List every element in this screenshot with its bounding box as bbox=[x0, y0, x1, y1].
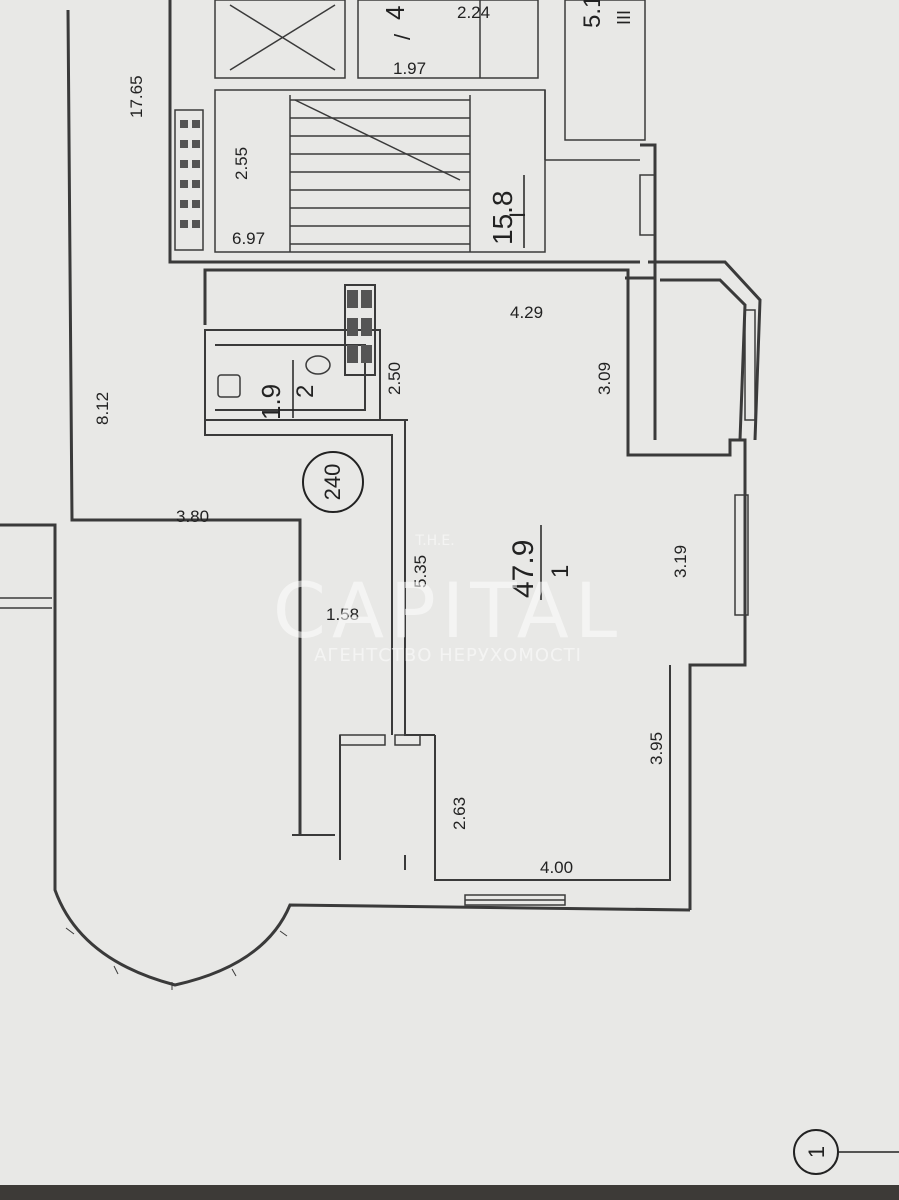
dim-5-35: 5.35 bbox=[411, 555, 430, 588]
watermark-subtitle: АГЕНТСТВО НЕРУХОМОСТІ bbox=[314, 645, 582, 666]
room-number-main: 1 bbox=[547, 565, 574, 578]
bathroom-fixtures bbox=[217, 355, 331, 398]
watermark: T.H.E. CAPITAL АГЕНТСТВО НЕРУХОМОСТІ bbox=[273, 533, 623, 666]
dim-2-63: 2.63 bbox=[450, 797, 469, 830]
dim-3-95: 3.95 bbox=[647, 732, 666, 765]
dim-1-58: 1.58 bbox=[326, 605, 359, 624]
dim-8-12: 8.12 bbox=[93, 392, 112, 425]
room-area-elevator: 4 bbox=[380, 6, 410, 20]
room-number-shaft: III bbox=[614, 10, 634, 25]
dim-1-97: 1.97 bbox=[393, 59, 426, 78]
watermark-top: T.H.E. bbox=[414, 533, 454, 549]
photo-bottom-edge bbox=[0, 1185, 899, 1200]
outer-walls bbox=[0, 0, 762, 987]
room-number-stair: I bbox=[505, 212, 530, 218]
room-area-bath: 1.9 bbox=[256, 384, 286, 420]
room-number-elevator: / bbox=[390, 33, 415, 40]
ventilation-hatch bbox=[174, 109, 372, 363]
room-number-bath: 2 bbox=[292, 385, 319, 398]
apartment-number-badge bbox=[302, 451, 364, 513]
dim-3-80: 3.80 bbox=[176, 507, 209, 526]
apartment-number: 240 bbox=[320, 464, 345, 501]
arc-ticks bbox=[65, 927, 288, 990]
dim-4-29: 4.29 bbox=[510, 303, 543, 322]
dim-2-55: 2.55 bbox=[232, 147, 251, 180]
labels: I 15.8 1 47.9 2 1.9 4 / 5.1 III 240 1 17… bbox=[93, 0, 899, 1175]
room-area-stair: 15.8 bbox=[487, 191, 518, 246]
sheet-number: 1 bbox=[804, 1146, 829, 1158]
stair-steps bbox=[289, 95, 471, 252]
dim-3-09: 3.09 bbox=[595, 362, 614, 395]
dim-2-24: 2.24 bbox=[457, 3, 490, 22]
stair-core bbox=[214, 0, 646, 253]
dim-3-19: 3.19 bbox=[671, 545, 690, 578]
room-area-shaft: 5.1 bbox=[579, 0, 606, 28]
dim-2-50: 2.50 bbox=[385, 362, 404, 395]
watermark-brand: CAPITAL bbox=[273, 566, 623, 655]
windows bbox=[0, 174, 756, 906]
room-area-main: 47.9 bbox=[507, 540, 540, 598]
dim-6-97: 6.97 bbox=[232, 229, 265, 248]
dim-17-65: 17.65 bbox=[127, 75, 146, 118]
dim-4-00: 4.00 bbox=[540, 858, 573, 877]
